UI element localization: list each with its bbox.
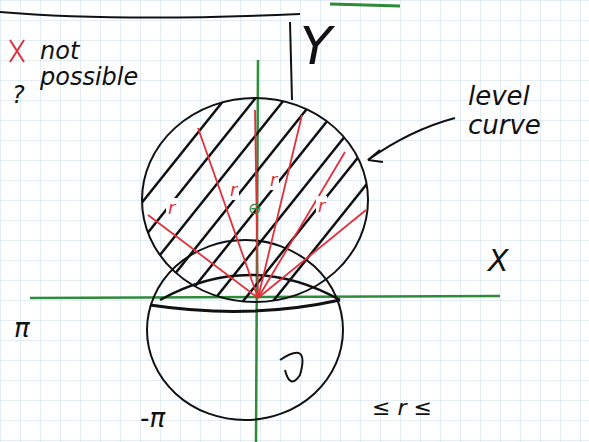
top-line — [330, 4, 400, 6]
leader-line — [368, 118, 455, 160]
radius-label: r — [268, 170, 279, 190]
scribble — [280, 353, 303, 382]
inequality: ≤ r ≤ — [372, 396, 432, 420]
scribble — [150, 300, 340, 311]
axis-label: X — [488, 244, 509, 277]
radius-label: r — [316, 196, 327, 216]
top-curve — [0, 12, 300, 18]
radius-rays — [148, 110, 366, 298]
axis-stroke — [290, 22, 292, 100]
cross-mark — [10, 40, 24, 62]
lower-circle — [147, 240, 343, 420]
x-axis — [30, 296, 500, 298]
leader-head — [368, 150, 383, 162]
axis-label: Y — [300, 18, 332, 75]
radius-label: r — [166, 198, 177, 218]
level-curve-circle — [142, 98, 368, 302]
angle-label: -π — [140, 404, 165, 433]
y-axis — [256, 60, 258, 442]
angle-label: π — [14, 314, 30, 343]
hatching — [40, 80, 450, 330]
sign-symbol: ⊖ — [248, 200, 261, 218]
note: not possible — [40, 38, 138, 91]
scribble — [160, 275, 340, 300]
callout-text: level curve — [468, 82, 541, 139]
radius-label: r — [228, 180, 239, 200]
note-mark: ? — [12, 82, 25, 108]
